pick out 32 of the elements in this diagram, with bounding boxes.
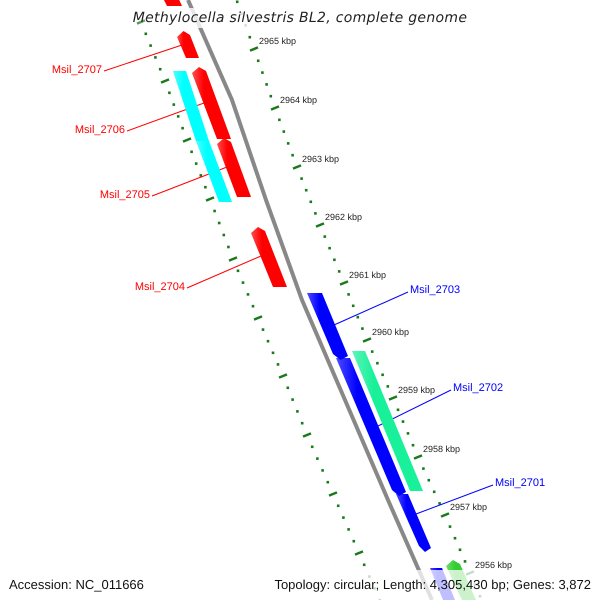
- gene-segment: [173, 71, 209, 141]
- footer-text: Accession: NC_011666: [9, 578, 144, 591]
- tick-label: 2956 kbp: [475, 561, 512, 570]
- tick-label: 2961 kbp: [349, 271, 386, 280]
- gene-segment: [217, 138, 251, 197]
- tick-label: 2962 kbp: [325, 213, 362, 222]
- gene-label: Msil_2707: [52, 65, 102, 76]
- footer-text: Topology: circular; Length: 4,305,430 bp; Genes: 3,872: [274, 578, 591, 591]
- gene-label: Msil_2701: [495, 478, 546, 489]
- gene-segment: [192, 67, 231, 139]
- tick-label: 2957 kbp: [450, 503, 488, 512]
- tick-label: 2963 kbp: [302, 155, 340, 164]
- tick-label: 2958 kbp: [423, 445, 460, 454]
- gene-segment: [177, 31, 199, 58]
- tick-label: 2965 kbp: [259, 37, 296, 46]
- gene-segment: [307, 293, 348, 360]
- leader-line: [334, 292, 408, 326]
- leader-line: [104, 44, 182, 72]
- gene-segment: [251, 227, 287, 287]
- tick-label: 2964 kbp: [280, 96, 318, 105]
- gene-label: Msil_2702: [453, 383, 504, 394]
- gene-segment: [196, 141, 232, 202]
- gene-label: Msil_2703: [410, 285, 460, 296]
- tick-label: 2960 kbp: [372, 328, 410, 337]
- gene-label: Msil_2704: [134, 282, 185, 293]
- gene-label: Msil_2706: [74, 125, 125, 136]
- gene-segment: [396, 494, 431, 552]
- tick-label: 2959 kbp: [398, 386, 436, 395]
- leader-line: [186, 256, 262, 288]
- gene-segment: [352, 351, 423, 491]
- gene-label: Msil_2705: [100, 190, 150, 201]
- leader-line: [416, 484, 494, 514]
